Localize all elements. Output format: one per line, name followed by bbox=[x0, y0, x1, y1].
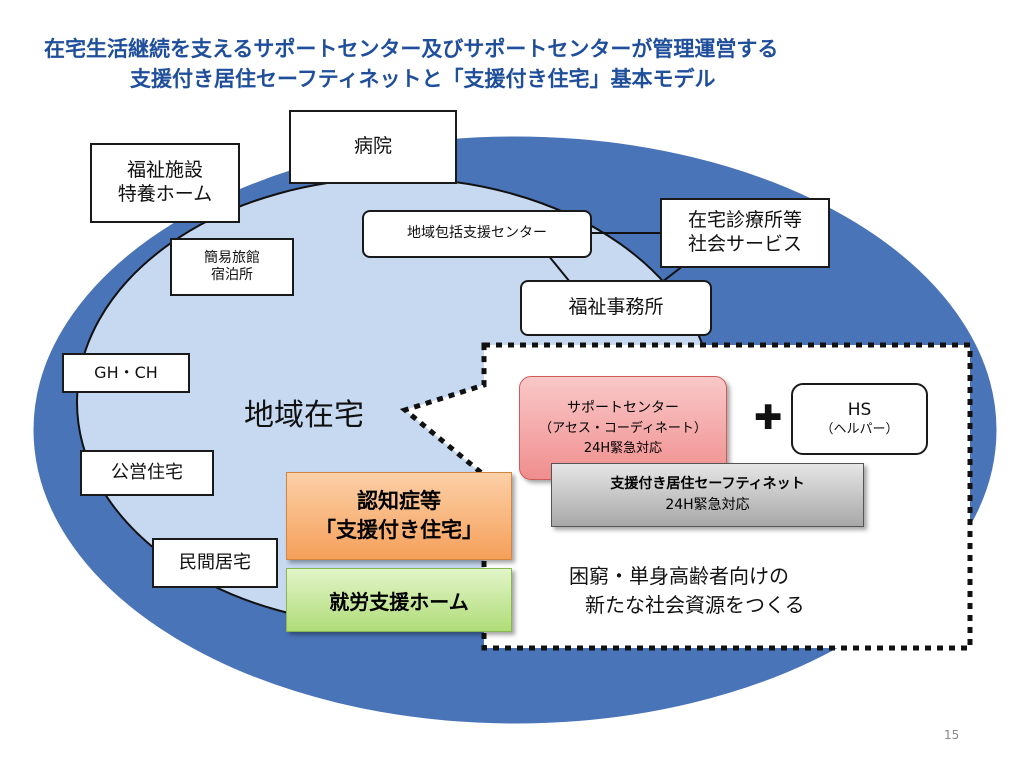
public-housing-box: 公営住宅 bbox=[80, 450, 214, 496]
new-resource-text: 困窮・単身高齢者向けの 新たな社会資源をつくる bbox=[569, 562, 805, 620]
hospital-box: 病院 bbox=[289, 110, 457, 184]
community-home-label: 地域在宅 bbox=[244, 398, 364, 433]
welfare-office-box: 福祉事務所 bbox=[520, 280, 712, 336]
private-housing-label: 民間居宅 bbox=[179, 551, 251, 573]
support-center-box: サポートセンター （アセス・コーディネート） 24H緊急対応 bbox=[519, 376, 727, 480]
dementia-label-2: 「支援付き住宅」 bbox=[315, 518, 483, 542]
home-clinic-label-2: 社会サービス bbox=[687, 233, 802, 255]
regional-support-center-box: 地域包括支援センター bbox=[362, 210, 592, 258]
regional-support-center-label: 地域包括支援センター bbox=[407, 225, 547, 242]
page-number: 15 bbox=[944, 728, 960, 742]
welfare-facility-label-2: 特養ホーム bbox=[117, 183, 213, 205]
home-clinic-box: 在宅診療所等 社会サービス bbox=[660, 198, 830, 268]
gh-ch-label: GH・CH bbox=[94, 363, 158, 382]
welfare-office-label: 福祉事務所 bbox=[568, 296, 664, 319]
connector-line bbox=[547, 254, 571, 283]
dementia-label-1: 認知症等 bbox=[357, 488, 441, 513]
helper-label-2: （ヘルパー） bbox=[820, 421, 899, 437]
safety-net-box: 支援付き居住セーフティネット 24H緊急対応 bbox=[551, 463, 864, 527]
new-resource-text-line1: 困窮・単身高齢者向けの bbox=[569, 564, 789, 588]
helper-box: HS （ヘルパー） bbox=[791, 383, 928, 455]
safety-net-label-1: 支援付き居住セーフティネット bbox=[610, 476, 805, 492]
simple-inn-label-2: 宿泊所 bbox=[211, 267, 253, 283]
safety-net-label-2: 24H緊急対応 bbox=[665, 497, 750, 513]
private-housing-box: 民間居宅 bbox=[152, 538, 278, 588]
gh-ch-box: GH・CH bbox=[62, 353, 190, 393]
plus-icon: ✚ bbox=[754, 398, 783, 438]
employment-support-home-box: 就労支援ホーム bbox=[286, 568, 512, 632]
simple-inn-box: 簡易旅館 宿泊所 bbox=[170, 238, 294, 296]
new-resource-text-line2: 新たな社会資源をつくる bbox=[585, 593, 805, 617]
helper-label-1: HS bbox=[847, 400, 872, 421]
welfare-facility-label-1: 福祉施設 bbox=[126, 159, 203, 182]
dementia-housing-box: 認知症等 「支援付き住宅」 bbox=[286, 472, 512, 560]
home-clinic-label-1: 在宅診療所等 bbox=[687, 209, 802, 232]
support-center-label-3: 24H緊急対応 bbox=[583, 440, 663, 456]
support-center-label-2: （アセス・コーディネート） bbox=[539, 421, 707, 436]
slide-title-line1: 在宅生活継続を支えるサポートセンター及びサポートセンターが管理運営する bbox=[44, 37, 779, 61]
employment-support-home-label: 就労支援ホーム bbox=[329, 589, 469, 614]
welfare-facility-box: 福祉施設 特養ホーム bbox=[90, 143, 240, 223]
public-housing-label: 公営住宅 bbox=[111, 461, 183, 483]
hospital-label: 病院 bbox=[353, 135, 392, 158]
simple-inn-label-1: 簡易旅館 bbox=[204, 249, 260, 266]
slide-title-line2: 支援付き居住セーフティネットと「支援付き住宅」基本モデル bbox=[130, 67, 716, 91]
support-center-label-1: サポートセンター bbox=[567, 400, 679, 416]
